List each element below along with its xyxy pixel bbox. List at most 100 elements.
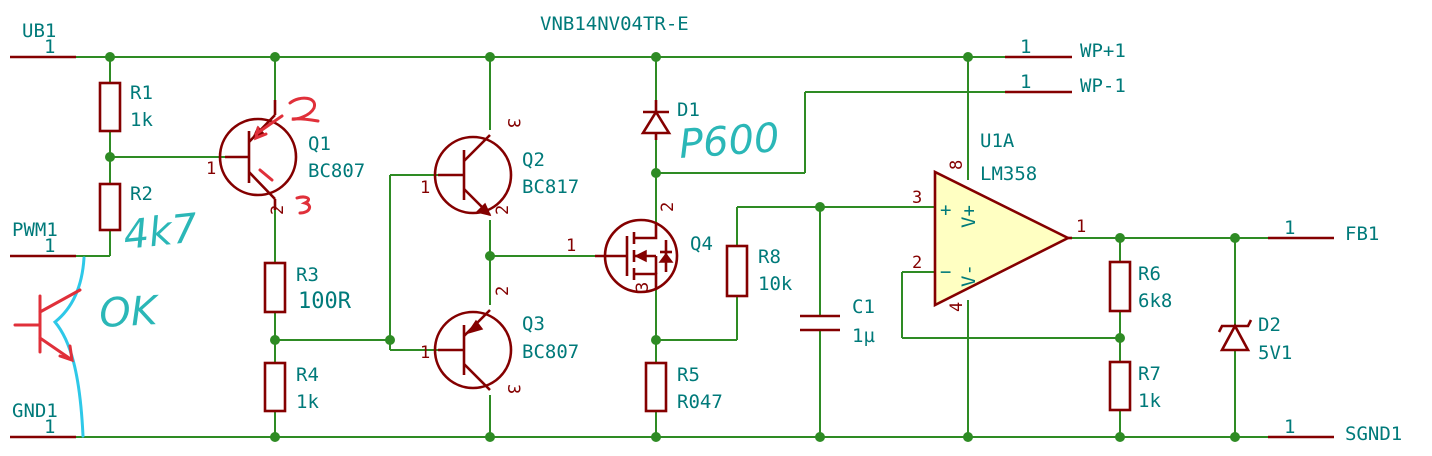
r4-value: 1k [296, 391, 319, 413]
transistor-q3: 1 2 3 Q3 BC807 [420, 286, 579, 395]
port-pwm1: PWM1 1 [10, 219, 76, 258]
q2-ref: Q2 [522, 149, 545, 171]
note-q1-red-stroke [258, 168, 274, 182]
d1-ref: D1 [677, 99, 700, 121]
resistor-r6: R6 6k8 [1108, 260, 1172, 313]
resistor-r2: R2 [98, 182, 153, 232]
port-sgnd1: 1 SGND1 [1268, 416, 1402, 445]
port-wp-plus-name: WP+1 [1080, 40, 1126, 62]
q4-pin-drain: 2 [658, 202, 678, 212]
u1a-pin-noninv: 3 [912, 188, 922, 208]
q3-value: BC807 [522, 341, 579, 363]
resistor-r7: R7 1k [1108, 360, 1161, 412]
capacitor-c1: C1 1µ [800, 296, 875, 347]
d2-value: 5V1 [1258, 342, 1292, 364]
q1-pin-collector: 2 [268, 205, 288, 215]
q4-pin-gate: 1 [566, 236, 576, 256]
note-sketch-red-base [13, 294, 42, 354]
port-gnd1-pin: 1 [44, 416, 55, 438]
r6-value: 6k8 [1138, 290, 1172, 312]
schematic-title: VNB14NV04TR-E [540, 13, 689, 35]
q3-pin-emitter: 2 [493, 286, 513, 296]
note-q1-red-3 [295, 195, 312, 215]
u1a-pin-inv: 2 [912, 253, 922, 273]
u1a-minus-mark: − [940, 261, 951, 283]
q4-pin-source: 3 [633, 282, 653, 292]
port-wp-minus-pin: 1 [1020, 71, 1031, 93]
note-r3-value: 100R [298, 289, 352, 314]
port-pwm1-pin: 1 [44, 235, 55, 257]
r7-value: 1k [1138, 390, 1161, 412]
u1a-vminus-mark: V- [958, 264, 980, 287]
u1a-ref: U1A [980, 130, 1015, 152]
transistor-q2: 1 3 2 Q2 BC817 [420, 118, 579, 217]
port-wp-minus-name: WP-1 [1080, 75, 1126, 97]
resistor-r4: R4 1k [263, 361, 319, 413]
r7-ref: R7 [1138, 363, 1161, 385]
opamp-u1a: 3 2 1 8 4 + − V+ V- U1A LM358 [912, 130, 1086, 312]
q2-pin-base: 1 [420, 178, 430, 198]
note-q1-red-2 [288, 96, 320, 123]
r1-value: 1k [130, 109, 153, 131]
r8-ref: R8 [758, 246, 781, 268]
note-ok: OK [98, 288, 161, 337]
note-d1-p600: P600 [677, 115, 780, 168]
port-pwm1-name: PWM1 [12, 219, 58, 241]
port-wp-plus: 1 WP+1 [1005, 36, 1126, 62]
wires [76, 56, 1268, 438]
r1-ref: R1 [130, 82, 153, 104]
note-q1-red-arrow [253, 114, 284, 141]
resistor-r5: R5 R047 [644, 361, 723, 413]
port-gnd1-name: GND1 [12, 400, 58, 422]
q4-ref: Q4 [690, 233, 713, 255]
junctions [105, 52, 1240, 442]
d2-ref: D2 [1258, 314, 1281, 336]
mosfet-q4: 1 2 3 Q4 [566, 202, 713, 294]
r3-ref: R3 [296, 264, 319, 286]
r2-ref: R2 [130, 183, 153, 205]
u1a-vplus-mark: V+ [958, 205, 980, 228]
r4-ref: R4 [296, 364, 319, 386]
u1a-plus-mark: + [940, 199, 951, 221]
port-fb1-name: FB1 [1345, 223, 1379, 245]
port-wp-plus-pin: 1 [1020, 36, 1031, 58]
q1-pin-base: 1 [206, 159, 216, 179]
q2-pin-collector: 3 [503, 118, 523, 128]
u1a-pin-out: 1 [1076, 217, 1086, 237]
zener-d2: D2 5V1 [1217, 314, 1292, 364]
note-sketch-red-em [38, 288, 82, 363]
c1-value: 1µ [852, 325, 875, 347]
port-fb1: 1 FB1 [1268, 217, 1379, 245]
note-sketch-cyan-line [52, 256, 86, 438]
resistor-r1: R1 1k [98, 81, 153, 133]
c1-ref: C1 [852, 296, 875, 318]
u1a-pin-vplus: 8 [947, 160, 967, 170]
q3-pin-collector: 3 [503, 384, 523, 394]
q3-ref: Q3 [522, 313, 545, 335]
resistor-r8: R8 10k [725, 244, 793, 298]
q1-value: BC807 [308, 160, 365, 182]
port-sgnd1-pin: 1 [1284, 416, 1295, 438]
port-fb1-pin: 1 [1284, 217, 1295, 239]
q1-ref: Q1 [308, 133, 331, 155]
port-ub1-name: UB1 [22, 20, 56, 42]
u1a-pin-vminus: 4 [947, 302, 967, 312]
port-gnd1: GND1 1 [10, 400, 76, 439]
q3-pin-base: 1 [420, 343, 430, 363]
handwritten-annotations: 4k7 P600 OK 100R [13, 96, 781, 438]
transistor-q1: 1 2 Q1 BC807 [206, 100, 365, 215]
resistor-r3: R3 [263, 261, 319, 314]
port-sgnd1-name: SGND1 [1345, 423, 1402, 445]
diode-d1: D1 [640, 99, 700, 140]
r6-ref: R6 [1138, 263, 1161, 285]
u1a-value: LM358 [980, 163, 1037, 185]
port-ub1: UB1 1 [10, 20, 76, 59]
r5-ref: R5 [677, 364, 700, 386]
q2-value: BC817 [522, 176, 579, 198]
r5-value: R047 [677, 391, 723, 413]
note-r2-4k7: 4k7 [121, 205, 200, 259]
q2-pin-emitter: 2 [493, 205, 513, 215]
port-wp-minus: 1 WP-1 [1005, 71, 1126, 97]
r8-value: 10k [758, 273, 793, 295]
